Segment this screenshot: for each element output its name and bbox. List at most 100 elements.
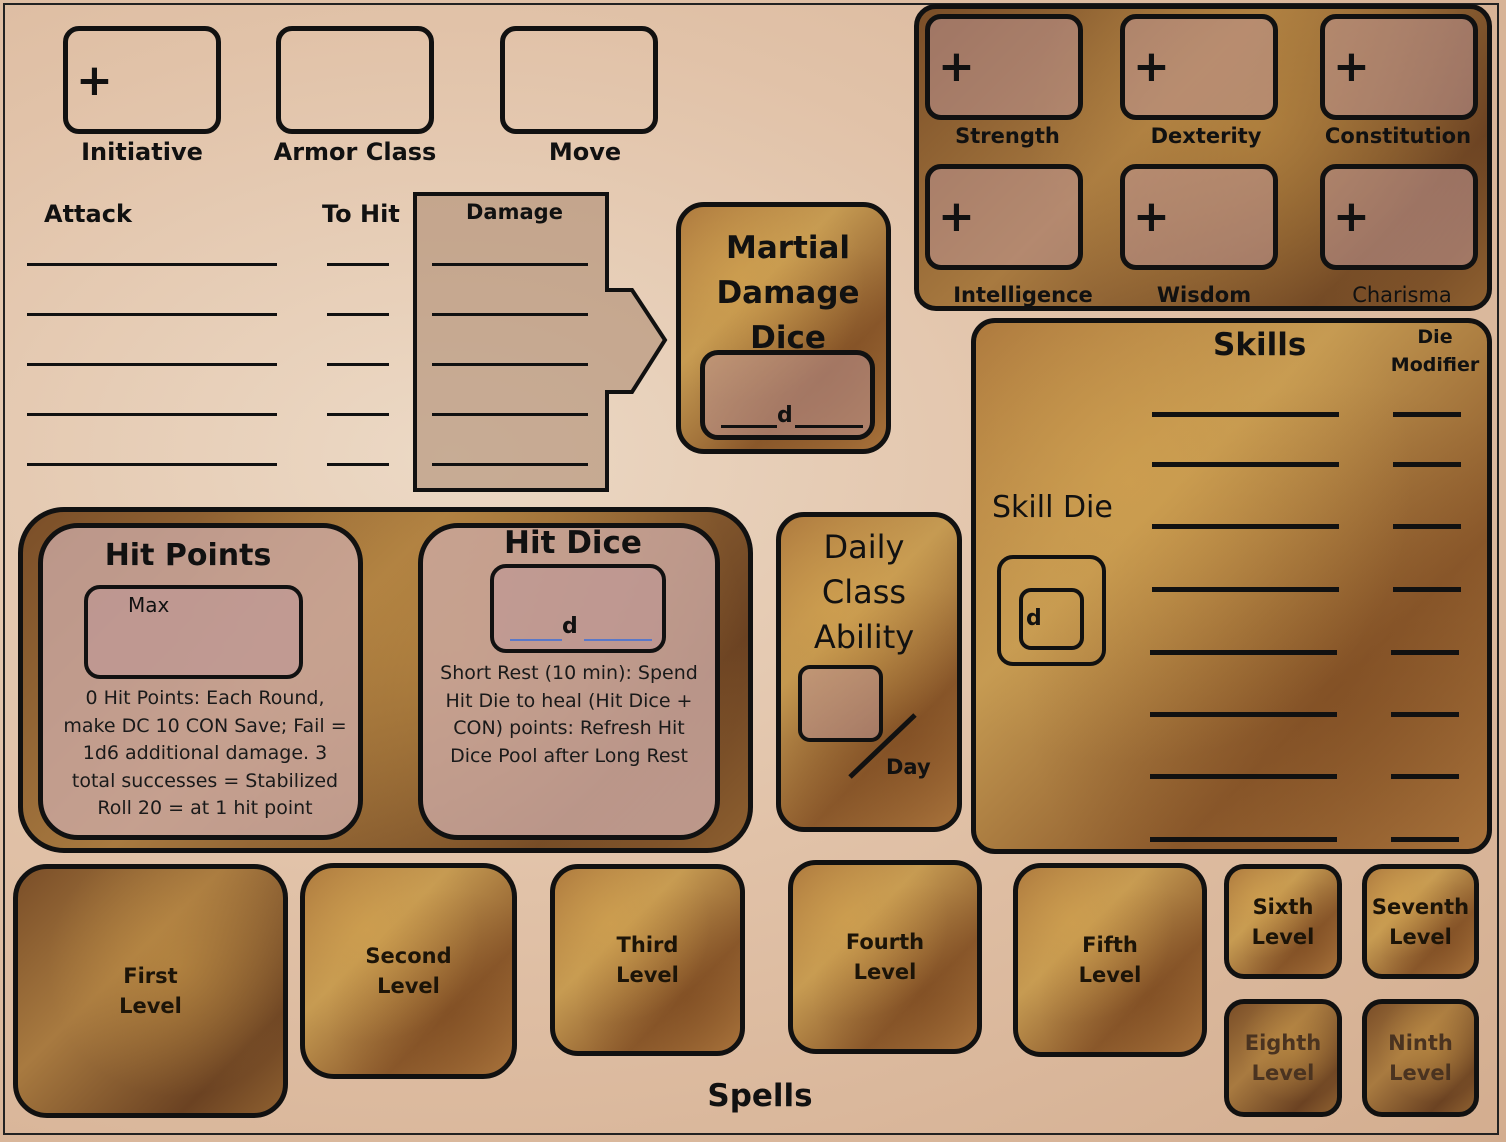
skill-die-outer-box [997,555,1106,666]
move-box[interactable] [500,26,658,134]
skill-line[interactable] [1150,712,1337,717]
damage-line[interactable] [432,263,588,266]
modifier-line[interactable] [1393,462,1461,467]
to-hit-line[interactable] [327,363,389,366]
dexterity-box[interactable]: + [1120,14,1278,120]
spell-level-label: Second Level [365,944,452,998]
spell-level-2[interactable]: Second Level [300,863,517,1079]
attack-line[interactable] [27,363,277,366]
plus-icon: + [1333,191,1370,242]
spell-level-7[interactable]: Seventh Level [1362,864,1479,979]
skill-line[interactable] [1150,650,1337,655]
wisdom-label: Wisdom [1156,283,1252,307]
hit-dice-letter: d [562,614,578,639]
armor-class-box[interactable] [276,26,434,134]
slash-divider [848,713,917,779]
skills-panel [971,318,1492,854]
to-hit-line[interactable] [327,313,389,316]
skills-title: Skills [1213,327,1307,363]
die-modifier-header: Die Modifier [1390,326,1480,376]
max-hp-field[interactable]: Max [84,585,303,679]
attack-line[interactable] [27,263,277,266]
hit-dice-field[interactable]: d [490,564,666,653]
spell-level-9[interactable]: Ninth Level [1362,999,1479,1117]
plus-icon: + [938,191,975,242]
constitution-box[interactable]: + [1320,14,1478,120]
spell-level-3[interactable]: Third Level [550,864,745,1056]
spell-level-label: Fifth Level [1078,933,1142,987]
spell-level-label: Eighth Level [1244,1031,1322,1085]
dice-size-line [584,639,652,641]
daily-uses-field[interactable] [798,665,883,742]
spell-level-4[interactable]: Fourth Level [788,860,982,1054]
plus-icon: + [1133,191,1170,242]
skill-line[interactable] [1152,412,1339,417]
damage-line[interactable] [432,463,588,466]
spell-level-label: First Level [119,964,182,1018]
constitution-label: Constitution [1324,124,1472,148]
spell-level-5[interactable]: Fifth Level [1013,863,1207,1057]
damage-arrow [413,192,668,492]
modifier-line[interactable] [1391,837,1459,842]
strength-label: Strength [955,124,1060,148]
damage-line[interactable] [432,413,588,416]
damage-line[interactable] [432,363,588,366]
modifier-line[interactable] [1391,774,1459,779]
skill-line[interactable] [1152,587,1339,592]
martial-damage-dice-title: Martial Damage Dice [716,230,860,356]
intelligence-box[interactable]: + [925,164,1083,270]
attack-line[interactable] [27,413,277,416]
spells-title: Spells [707,1078,813,1114]
plus-icon: + [1333,41,1370,92]
dice-letter: d [777,403,793,428]
intelligence-label: Intelligence [953,283,1093,307]
dexterity-label: Dexterity [1150,124,1262,148]
to-hit-line[interactable] [327,263,389,266]
modifier-line[interactable] [1391,650,1459,655]
modifier-line[interactable] [1391,712,1459,717]
spell-level-8[interactable]: Eighth Level [1224,999,1342,1117]
move-label: Move [548,138,622,166]
per-day-label: Day [886,755,931,779]
damage-header: Damage [466,200,563,224]
zero-hp-rules: 0 Hit Points: Each Round, make DC 10 CON… [63,687,347,819]
plus-icon: + [938,41,975,92]
to-hit-header: To Hit [322,200,400,228]
strength-box[interactable]: + [925,14,1083,120]
skill-die-letter: d [1026,606,1042,631]
damage-line[interactable] [432,313,588,316]
skill-die-label: Skill Die [992,490,1113,525]
spell-level-label: Third Level [616,933,679,987]
spell-level-1[interactable]: First Level [13,864,288,1118]
skill-line[interactable] [1152,524,1339,529]
charisma-box[interactable]: + [1320,164,1478,270]
sheet-border [3,3,1499,1135]
spell-level-label: Sixth Level [1251,894,1315,949]
spell-level-6[interactable]: Sixth Level [1224,864,1342,979]
spell-level-label: Fourth Level [845,930,925,984]
plus-icon: + [76,55,113,106]
to-hit-line[interactable] [327,413,389,416]
wisdom-box[interactable]: + [1120,164,1278,270]
attack-line[interactable] [27,313,277,316]
modifier-line[interactable] [1393,524,1461,529]
attack-header: Attack [44,200,132,228]
dice-count-line [510,639,562,641]
spell-level-label: Seventh Level [1371,894,1470,949]
skill-die-field[interactable]: d [1019,588,1084,650]
dice-size-line [795,425,863,428]
modifier-line[interactable] [1393,412,1461,417]
armor-class-label: Armor Class [273,138,437,166]
hit-dice-title: Hit Dice [504,525,642,561]
attack-line[interactable] [27,463,277,466]
hit-points-title: Hit Points [104,538,272,573]
plus-icon: + [1133,41,1170,92]
to-hit-line[interactable] [327,463,389,466]
skill-line[interactable] [1150,837,1337,842]
modifier-line[interactable] [1393,587,1461,592]
skill-line[interactable] [1150,774,1337,779]
initiative-box[interactable]: + [63,26,221,134]
skill-line[interactable] [1152,462,1339,467]
martial-dice-field[interactable]: d [700,350,875,440]
max-label: Max [128,593,170,617]
